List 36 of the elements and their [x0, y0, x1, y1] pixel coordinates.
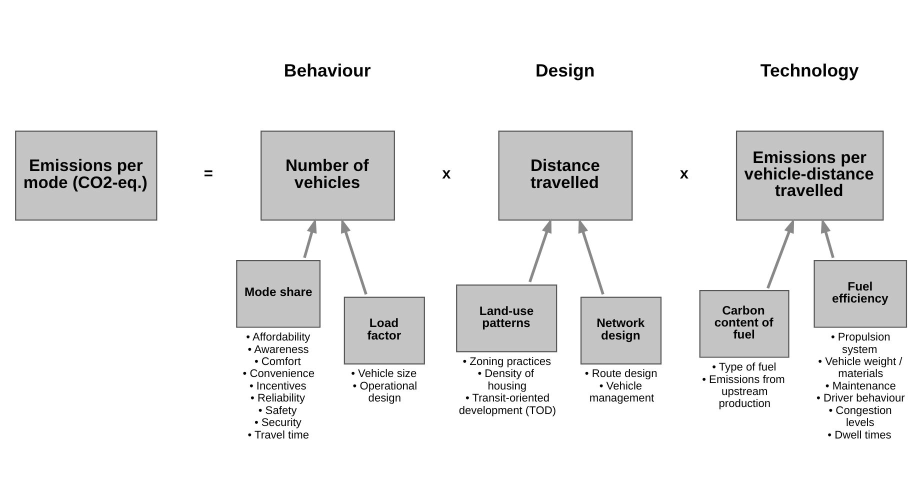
node-label: • Security	[254, 417, 302, 430]
node-label: • Driver behaviour	[816, 392, 905, 405]
arrow	[820, 218, 834, 258]
node-label: • Convenience	[242, 368, 315, 380]
node-label: • Awareness	[248, 344, 309, 356]
node-label: • Congestion levels	[828, 404, 892, 430]
label: Technology	[760, 60, 859, 81]
node-label: • Vehicle weight / materials	[818, 356, 902, 380]
arrow	[528, 218, 552, 282]
node-label: • Safety	[258, 404, 297, 417]
node-label: • Operational design	[352, 380, 418, 405]
node-label: • Affordability	[246, 332, 310, 344]
arrow	[578, 218, 604, 295]
node-label: • Propulsion system	[830, 332, 890, 356]
node-label: • Zoning practices	[462, 356, 552, 368]
arrow	[303, 218, 317, 258]
node-label: • Vehicle size	[351, 368, 417, 380]
node-label: • Type of fuel	[712, 362, 776, 374]
label: x	[680, 166, 689, 183]
label: =	[204, 166, 213, 183]
label: Design	[535, 60, 595, 81]
node-label: • Comfort	[254, 356, 301, 368]
node-label: • Transit-oriented development (TOD)	[458, 392, 556, 417]
arrow	[341, 218, 368, 295]
node-label: • Vehicle management	[589, 380, 654, 405]
label: Behaviour	[284, 60, 371, 81]
node-label: • Dwell times	[828, 429, 892, 442]
label: x	[442, 166, 451, 183]
node-label: • Emissions from upstream production	[702, 374, 785, 410]
node-label: • Travel time	[248, 429, 309, 442]
node-label: • Reliability	[250, 392, 306, 405]
node-label: • Route design	[584, 368, 658, 380]
node-label: • Maintenance	[825, 380, 896, 392]
node-label: • Density of housing	[478, 368, 534, 392]
node-label: • Incentives	[249, 380, 306, 392]
arrow	[766, 218, 794, 289]
